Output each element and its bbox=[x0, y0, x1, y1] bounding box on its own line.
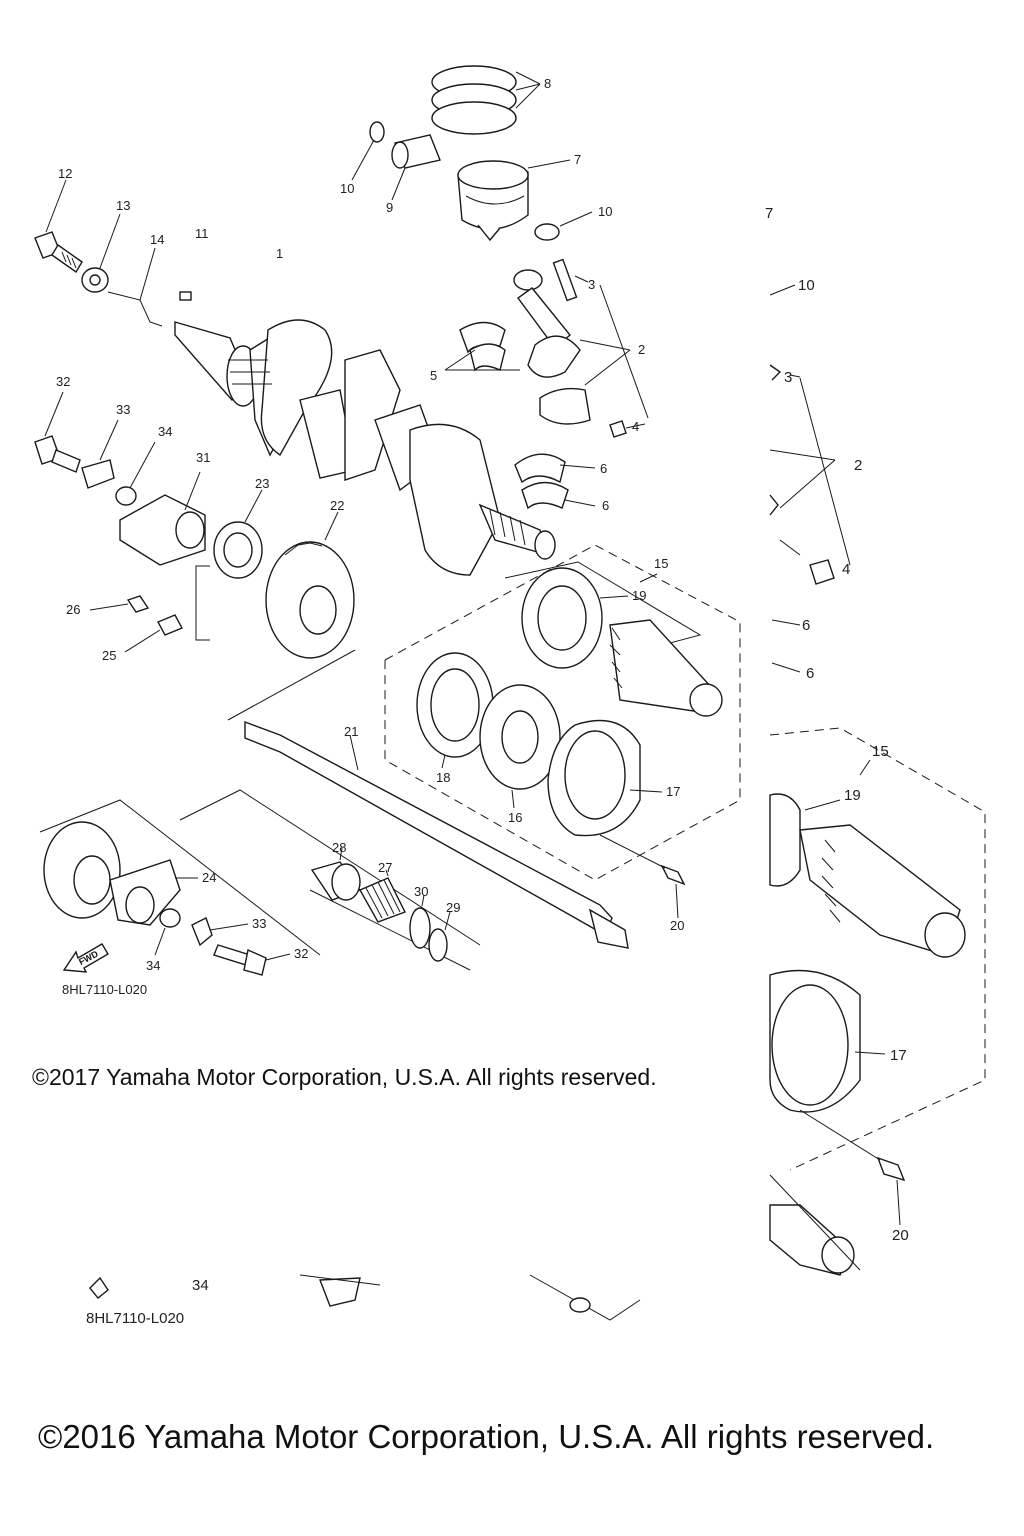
plate-25 bbox=[124, 614, 183, 653]
label-6b: 6 bbox=[602, 498, 609, 513]
zoom-label-10: 10 bbox=[798, 277, 815, 294]
part-19 bbox=[504, 561, 723, 717]
zoom-label-2: 2 bbox=[854, 457, 862, 474]
bearing-23 bbox=[213, 489, 263, 579]
label-13: 13 bbox=[116, 198, 130, 213]
assembly-15-box bbox=[384, 544, 741, 881]
bolt-12 bbox=[34, 179, 83, 274]
label-21: 21 bbox=[344, 724, 358, 739]
label-9: 9 bbox=[386, 200, 393, 215]
label-1: 1 bbox=[276, 246, 283, 261]
washer-34-lower bbox=[154, 908, 181, 956]
label-23: 23 bbox=[255, 476, 269, 491]
label-34b: 34 bbox=[146, 958, 160, 973]
gear-22 bbox=[265, 511, 355, 659]
plate-14 bbox=[107, 247, 163, 327]
label-7: 7 bbox=[574, 152, 581, 167]
drive-gear-31 bbox=[119, 471, 206, 566]
bolt-20 bbox=[599, 834, 686, 919]
zoom-label-6b: 6 bbox=[806, 665, 814, 682]
label-28: 28 bbox=[332, 840, 346, 855]
label-5: 5 bbox=[430, 368, 437, 383]
zoom-label-7: 7 bbox=[765, 205, 773, 222]
zoom-label-34: 34 bbox=[192, 1277, 209, 1294]
circlip-30 bbox=[409, 894, 431, 949]
plate-33 bbox=[81, 419, 119, 489]
label-17: 17 bbox=[666, 784, 680, 799]
piston bbox=[457, 159, 571, 242]
label-10a: 10 bbox=[340, 181, 354, 196]
screw-26 bbox=[89, 595, 150, 613]
drawing-code-zoom: 8HL7110-L020 bbox=[86, 1310, 185, 1327]
copyright-notice-2016: ©2016 Yamaha Motor Corporation, U.S.A. A… bbox=[38, 1418, 935, 1455]
bearing-16 bbox=[479, 684, 561, 809]
zoom-label-3: 3 bbox=[784, 369, 792, 386]
label-32b: 32 bbox=[294, 946, 308, 961]
label-26: 26 bbox=[66, 602, 80, 617]
label-18: 18 bbox=[436, 770, 450, 785]
label-34a: 34 bbox=[158, 424, 172, 439]
shaft-21 bbox=[227, 649, 629, 949]
label-8: 8 bbox=[544, 76, 551, 91]
plate-33-lower bbox=[191, 917, 249, 947]
crank-bearings-5 bbox=[444, 321, 520, 372]
bolt-32-lower bbox=[213, 944, 291, 976]
zoom-label-19: 19 bbox=[844, 787, 861, 804]
zoom-label-6a: 6 bbox=[802, 617, 810, 634]
washer-29 bbox=[428, 911, 451, 962]
gear-24 bbox=[43, 821, 198, 926]
label-20: 20 bbox=[670, 918, 684, 933]
washer-34 bbox=[115, 441, 156, 506]
bearing-27 bbox=[359, 869, 406, 923]
label-15: 15 bbox=[654, 556, 668, 571]
zoom-label-15: 15 bbox=[872, 743, 889, 760]
label-32a: 32 bbox=[56, 374, 70, 389]
zoom-label-4: 4 bbox=[842, 561, 850, 578]
crankshaft bbox=[174, 319, 556, 576]
drawing-code: 8HL7110-L020 bbox=[62, 982, 148, 997]
label-22: 22 bbox=[330, 498, 344, 513]
label-24: 24 bbox=[202, 870, 216, 885]
seal-18 bbox=[416, 652, 494, 769]
piston-pin bbox=[351, 121, 593, 241]
label-14: 14 bbox=[150, 232, 164, 247]
woodruff-key bbox=[179, 291, 192, 301]
label-3: 3 bbox=[588, 277, 595, 292]
piston-rings bbox=[431, 65, 541, 135]
zoom-label-20: 20 bbox=[892, 1227, 909, 1244]
label-11: 11 bbox=[195, 226, 209, 241]
connecting-rod bbox=[513, 258, 649, 438]
label-12: 12 bbox=[58, 166, 72, 181]
forward-arrow-icon: FWD bbox=[62, 943, 109, 973]
label-19: 19 bbox=[632, 588, 646, 603]
cover-17 bbox=[547, 719, 663, 837]
label-33a: 33 bbox=[116, 402, 130, 417]
copyright-notice-2017: ©2017 Yamaha Motor Corporation, U.S.A. A… bbox=[32, 1064, 657, 1090]
label-30: 30 bbox=[414, 884, 428, 899]
part-labels: 1 2 3 4 5 6 6 7 8 9 10 10 11 12 13 14 15… bbox=[56, 76, 684, 973]
label-6a: 6 bbox=[600, 461, 607, 476]
label-27: 27 bbox=[378, 860, 392, 875]
label-2: 2 bbox=[638, 342, 645, 357]
label-29: 29 bbox=[446, 900, 460, 915]
collar-28 bbox=[310, 847, 362, 901]
label-16: 16 bbox=[508, 810, 522, 825]
main-bearings-6 bbox=[514, 453, 596, 510]
label-10b: 10 bbox=[598, 204, 612, 219]
label-4: 4 bbox=[632, 419, 639, 434]
bolt-32 bbox=[34, 391, 81, 473]
zoom-right bbox=[89, 284, 986, 1321]
zoom-labels: 7 10 3 2 4 6 6 15 19 17 20 34 bbox=[192, 205, 909, 1294]
label-33b: 33 bbox=[252, 916, 266, 931]
label-31: 31 bbox=[196, 450, 210, 465]
washer-13 bbox=[81, 213, 121, 293]
label-25: 25 bbox=[102, 648, 116, 663]
zoom-label-17: 17 bbox=[890, 1047, 907, 1064]
